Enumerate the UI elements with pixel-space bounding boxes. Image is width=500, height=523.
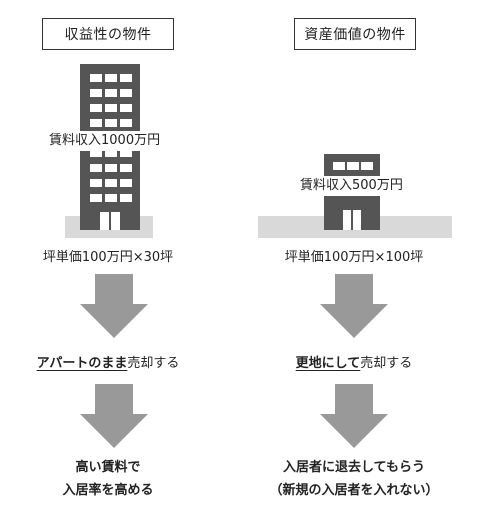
building-window <box>120 194 132 202</box>
left-price-caption: 坪単価100万円×30坪 <box>42 250 174 265</box>
building-window <box>90 149 102 157</box>
left-action: アパートのまま売却する <box>0 352 216 371</box>
right-result-line1: 入居者に退去してもらう <box>283 460 425 475</box>
building-window <box>120 74 132 82</box>
building-window <box>90 194 102 202</box>
building-window <box>105 104 117 112</box>
building-window <box>105 164 117 172</box>
left-arrow-2 <box>80 384 148 448</box>
left-result-line2: 入居率を高める <box>62 483 154 498</box>
building-window <box>120 164 132 172</box>
left-title: 収益性の物件 <box>64 27 152 43</box>
building-window <box>105 119 117 127</box>
left-result-line1: 高い賃料で <box>75 460 141 475</box>
left-income-label: 賃料収入1000万円 <box>46 131 164 151</box>
building-window <box>333 162 345 170</box>
building-window <box>347 162 359 170</box>
building-window <box>120 104 132 112</box>
building-window <box>105 89 117 97</box>
left-arrow-1 <box>80 274 148 338</box>
building-window <box>90 179 102 187</box>
building-window <box>105 74 117 82</box>
door-divider <box>351 210 353 230</box>
right-title-box: 資産価値の物件 <box>294 18 416 50</box>
building-window <box>90 164 102 172</box>
left-action-emph: アパートのまま <box>36 356 128 371</box>
building-window <box>105 179 117 187</box>
building-window <box>120 149 132 157</box>
right-result: 入居者に退去してもらう （新規の入居者を入れない） <box>246 456 462 502</box>
building-window <box>120 179 132 187</box>
building-window <box>105 149 117 157</box>
left-title-box: 収益性の物件 <box>42 18 174 50</box>
building-window <box>90 119 102 127</box>
right-arrow-2 <box>320 384 388 448</box>
right-result-line2: （新規の入居者を入れない） <box>269 483 439 498</box>
right-action-emph: 更地にして <box>295 356 361 371</box>
building-window <box>120 119 132 127</box>
building-window <box>105 194 117 202</box>
door-divider <box>109 212 111 230</box>
right-action-rest: 売却する <box>360 356 413 371</box>
right-arrow-1 <box>320 274 388 338</box>
right-price-caption: 坪単価100万円×100坪 <box>284 250 424 265</box>
building-window <box>120 89 132 97</box>
building-window <box>90 89 102 97</box>
right-action: 更地にして売却する <box>246 352 462 371</box>
left-action-rest: 売却する <box>127 356 180 371</box>
right-income-label: 賃料収入500万円 <box>297 176 406 196</box>
building-window <box>90 74 102 82</box>
building-window <box>361 162 373 170</box>
right-title: 資産価値の物件 <box>304 27 406 43</box>
building-window <box>90 104 102 112</box>
left-result: 高い賃料で 入居率を高める <box>0 456 216 502</box>
